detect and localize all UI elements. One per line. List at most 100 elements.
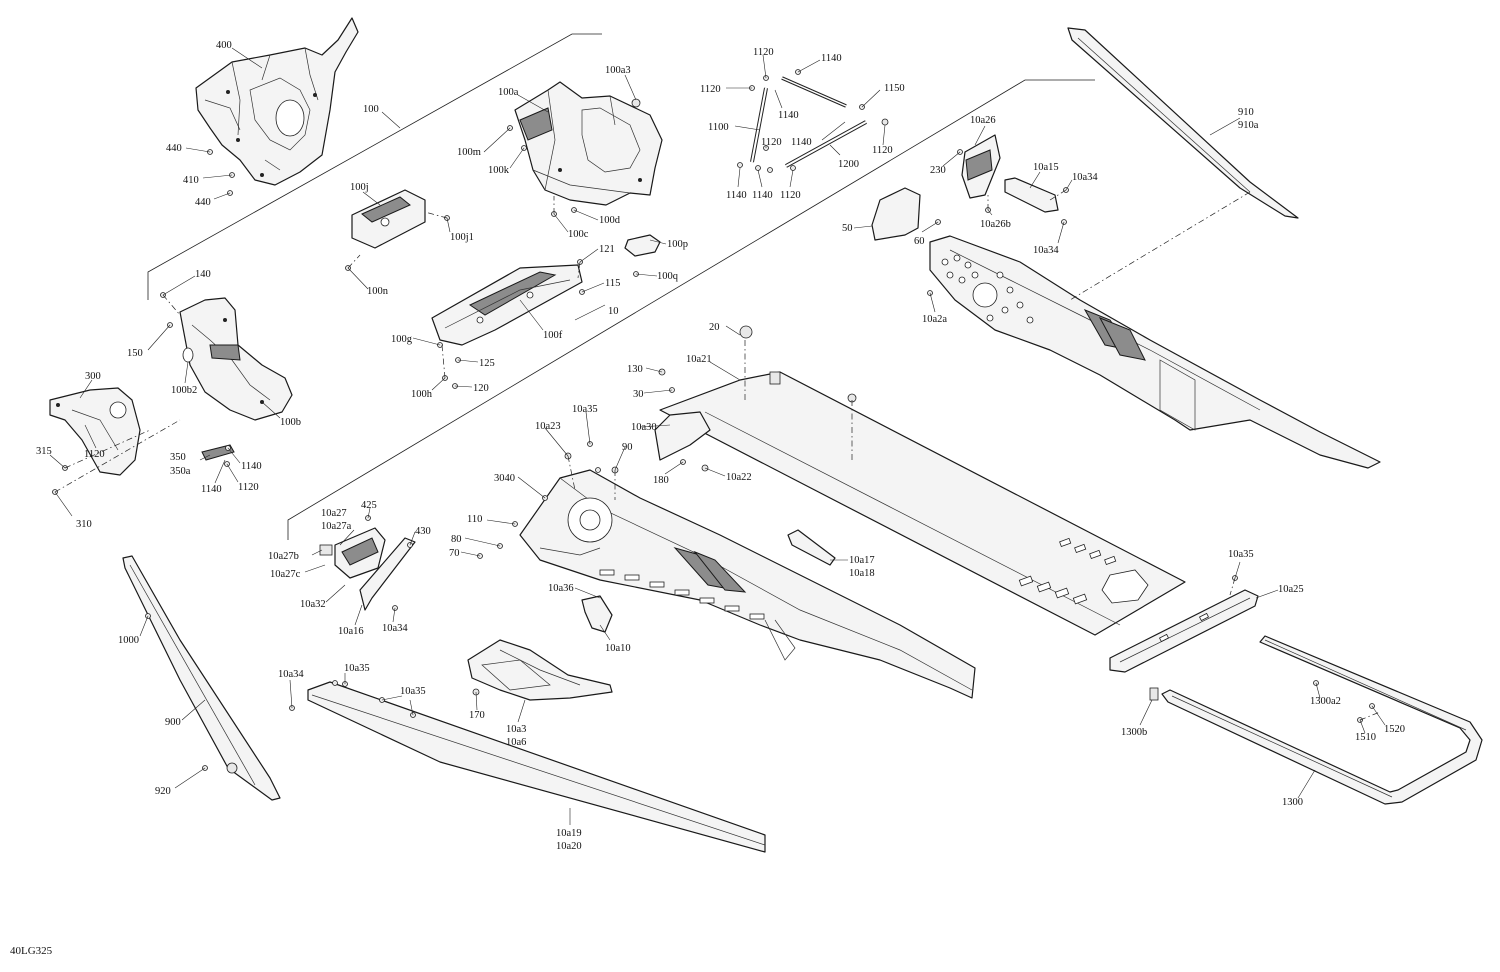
- part-100f-bracket: [431, 264, 583, 346]
- callout-180: 180: [653, 475, 669, 486]
- callout-900: 900: [165, 717, 181, 728]
- callout-150: 150: [127, 348, 143, 359]
- part-10a25-rear-bracket: [1109, 589, 1259, 673]
- footrest-slots: [599, 569, 765, 620]
- part-400-steering-support: [195, 17, 359, 186]
- part-10a10-bracket: [581, 595, 613, 633]
- callout-10a30: 10a30: [631, 422, 657, 433]
- callout-100c: 100c: [568, 229, 589, 240]
- callout-3040: 3040: [494, 473, 515, 484]
- callout-10a22: 10a22: [726, 472, 752, 483]
- callout-10a32: 10a32: [300, 599, 326, 610]
- callout-100q: 100q: [657, 271, 679, 282]
- callout-10a27b: 10a27b: [268, 551, 299, 562]
- callout-1100: 1100: [708, 122, 729, 133]
- callout-10a21: 10a21: [686, 354, 712, 365]
- callout-10a20: 10a20: [556, 841, 582, 852]
- callout-110: 110: [467, 514, 482, 525]
- callout-1120: 1120: [761, 137, 782, 148]
- callout-430: 430: [415, 526, 431, 537]
- callout-100a3: 100a3: [605, 65, 631, 76]
- callout-20: 20: [709, 322, 720, 333]
- tunnel-top-vent-pattern: [1018, 537, 1149, 605]
- callout-1120: 1120: [700, 84, 721, 95]
- callout-425: 425: [361, 500, 377, 511]
- callout-100j: 100j: [350, 182, 369, 193]
- callout-80: 80: [451, 534, 462, 545]
- callout-100f: 100f: [543, 330, 563, 341]
- callout-60: 60: [914, 236, 925, 247]
- alignment-center-lines: [54, 189, 1381, 721]
- callout-910a: 910a: [1238, 120, 1259, 131]
- part-10a15-bracket: [1004, 177, 1059, 213]
- callout-50: 50: [842, 223, 853, 234]
- callout-120: 120: [473, 383, 489, 394]
- callout-10a26: 10a26: [970, 115, 996, 126]
- part-100b-lower-frame: [179, 297, 293, 421]
- part-100p-plate: [624, 234, 661, 257]
- callout-100b: 100b: [280, 417, 301, 428]
- callout-125: 125: [479, 358, 495, 369]
- callout-100p: 100p: [667, 239, 688, 250]
- part-10a21-tunnel-top: [654, 325, 1186, 636]
- part-300-steering-bracket: [49, 387, 141, 476]
- callout-10a36: 10a36: [548, 583, 574, 594]
- callout-315: 315: [36, 446, 52, 457]
- callout-100m: 100m: [457, 147, 481, 158]
- callout-1120: 1120: [753, 47, 774, 58]
- callout-100j1: 100j1: [450, 232, 474, 243]
- callout-10a34: 10a34: [1072, 172, 1098, 183]
- callout-1140: 1140: [778, 110, 799, 121]
- assembly-bracket-lines: [147, 33, 1095, 540]
- part-tunnel-side-left: [519, 469, 976, 699]
- part-10a27-footrest-bracket: [319, 527, 386, 579]
- callout-10a10: 10a10: [605, 643, 631, 654]
- callout-1510: 1510: [1355, 732, 1376, 743]
- part-tunnel-side-right: [929, 235, 1381, 469]
- callout-labels: 400 100 440 410 440 100j 100j1 100n 100a…: [36, 40, 1405, 852]
- callout-10: 10: [608, 306, 619, 317]
- callout-30: 30: [633, 389, 644, 400]
- callout-1150: 1150: [884, 83, 905, 94]
- callout-10a35: 10a35: [400, 686, 426, 697]
- callout-10a35: 10a35: [1228, 549, 1254, 560]
- callout-10a27: 10a27: [321, 508, 347, 519]
- callout-1300b: 1300b: [1121, 727, 1147, 738]
- callout-1120: 1120: [780, 190, 801, 201]
- callout-10a34: 10a34: [382, 623, 408, 634]
- callout-1300a2: 1300a2: [1310, 696, 1341, 707]
- callout-1120: 1120: [238, 482, 259, 493]
- callout-100h: 100h: [411, 389, 433, 400]
- callout-100g: 100g: [391, 334, 413, 345]
- part-10a3-bracket: [467, 639, 613, 701]
- callout-10a16: 10a16: [338, 626, 364, 637]
- callout-350a: 350a: [170, 466, 191, 477]
- figure-code: 40LG325: [10, 945, 53, 957]
- callout-1000: 1000: [118, 635, 139, 646]
- part-100j-cover-plate: [351, 189, 426, 249]
- callout-10a35: 10a35: [344, 663, 370, 674]
- callout-230: 230: [930, 165, 946, 176]
- callout-1140: 1140: [791, 137, 812, 148]
- callout-100d: 100d: [599, 215, 621, 226]
- part-10a26-bracket: [961, 134, 1001, 199]
- callout-1140: 1140: [241, 461, 262, 472]
- callout-1120: 1120: [84, 449, 105, 460]
- callout-1120: 1120: [872, 145, 893, 156]
- callout-1140: 1140: [752, 190, 773, 201]
- callout-100k: 100k: [488, 165, 510, 176]
- callout-10a19: 10a19: [556, 828, 582, 839]
- callout-10a34: 10a34: [278, 669, 304, 680]
- callout-100b2: 100b2: [171, 385, 197, 396]
- part-10a17-link: [787, 529, 836, 566]
- callout-10a6: 10a6: [506, 737, 526, 748]
- tunnel-hole-pattern: [941, 254, 1034, 324]
- callout-1200: 1200: [838, 159, 859, 170]
- callout-1520: 1520: [1384, 724, 1405, 735]
- callout-140: 140: [195, 269, 211, 280]
- callout-100n: 100n: [367, 286, 389, 297]
- part-1200-tie-rod: [785, 120, 867, 168]
- callout-310: 310: [76, 519, 92, 530]
- callout-90: 90: [622, 442, 633, 453]
